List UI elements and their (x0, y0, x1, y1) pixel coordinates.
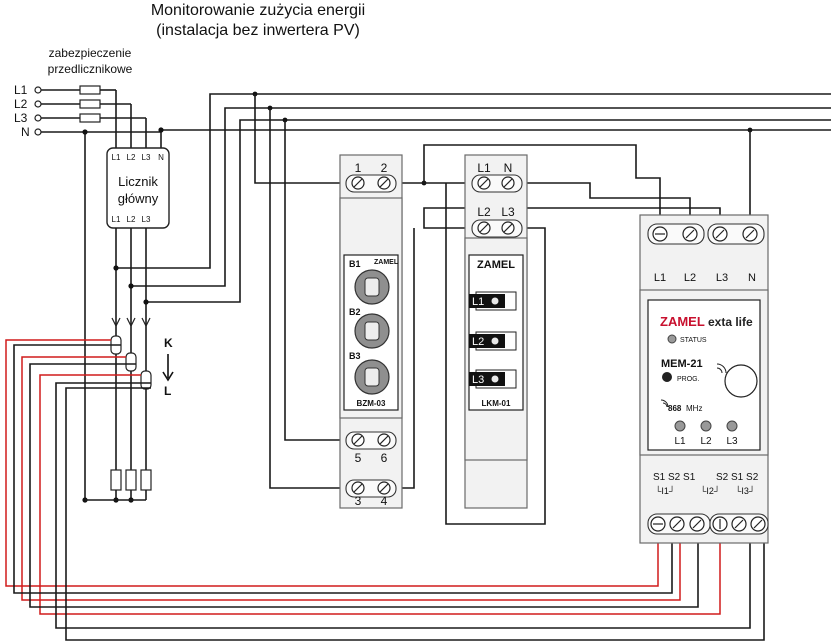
mem-led-l1-label: L1 (674, 436, 686, 447)
mem-top-l1: L1 (654, 272, 666, 284)
meter-top-n: N (158, 153, 164, 162)
meter-name-1: Licznik (118, 174, 158, 189)
lkm-brand: ZAMEL (477, 259, 515, 271)
mains-label-l1: L1 (14, 83, 28, 97)
mem-top-l2: L2 (684, 272, 696, 284)
mem-group-i1: └I1┘ (655, 485, 675, 496)
wifi-icon (716, 363, 727, 374)
led-l3-icon (726, 420, 738, 432)
mem-led-l2-label: L2 (700, 436, 712, 447)
meter-name-2: główny (118, 191, 159, 206)
ct-secondary-wires-red (5, 339, 721, 615)
mem-group-i2: └I2┘ (700, 485, 720, 496)
led-icon (491, 297, 499, 305)
bzm-terminal-2: 2 (381, 161, 388, 175)
lkm-indicator-l2 (469, 334, 505, 348)
ct-k-label: K (164, 336, 173, 350)
mem-freq-value: 868 (668, 404, 682, 413)
terminal-icon (34, 114, 42, 122)
ct-icon (125, 352, 137, 372)
mem-brand: ZAMEL (660, 314, 705, 329)
mains-label-l2: L2 (14, 97, 28, 111)
mem-model: MEM-21 (661, 358, 703, 370)
mem-top-l3: L3 (716, 272, 728, 284)
led-l2-icon (700, 420, 712, 432)
lkm-mid-l3: L3 (501, 205, 515, 219)
load-icon (140, 469, 152, 491)
meter-top-l2: L2 (127, 153, 136, 162)
mem-status-label: STATUS (680, 337, 707, 344)
mem-led-l3-label: L3 (726, 436, 738, 447)
fuse-icon (79, 113, 101, 123)
lkm-module: L1 N L2 L3 ZAMEL L1 L2 L3 LKM-01 (464, 154, 528, 509)
mains-label-l3: L3 (14, 111, 28, 125)
bzm-terminal-4: 4 (381, 494, 388, 508)
bzm-b3-label: B3 (349, 351, 361, 361)
svg-text:L3: L3 (472, 374, 484, 386)
fuse-icon (79, 85, 101, 95)
status-led-icon (667, 334, 677, 344)
title-line-1: Monitorowanie zużycia energii (151, 2, 365, 19)
bzm-module: 1 2 B1 ZAMEL B2 B3 BZM-03 5 6 3 4 (339, 154, 403, 509)
mem-brand-sub: exta life (708, 315, 753, 329)
prog-button[interactable] (662, 372, 672, 382)
bzm-terminal-5: 5 (355, 451, 362, 465)
meter-top-l1: L1 (112, 153, 121, 162)
bzm-terminal-6: 6 (381, 451, 388, 465)
bzm-b2-label: B2 (349, 307, 361, 317)
bzm-terminal-1: 1 (355, 161, 362, 175)
lkm-indicator-l3 (469, 372, 505, 386)
meter-bottom-l3: L3 (142, 215, 151, 224)
meter-bottom-l1: L1 (112, 215, 121, 224)
lkm-top-n: N (504, 161, 513, 175)
lkm-indicator-l1 (469, 294, 505, 308)
ct-l-label: L (164, 384, 171, 398)
mains-labels: L1 L2 L3 N (14, 83, 30, 139)
mem-prog-label: PROG. (677, 376, 700, 383)
mains-wires (41, 89, 161, 133)
load-icon (110, 469, 122, 491)
antenna-knob-icon (724, 364, 758, 398)
ct-secondary-wires-black (13, 344, 765, 641)
mains-terminal-icons (34, 86, 42, 136)
mem-freq-unit: MHz (686, 404, 702, 413)
meter-top-l3: L3 (142, 153, 151, 162)
mains-label-n: N (21, 125, 30, 139)
svg-text:L1: L1 (472, 296, 484, 308)
led-icon (491, 375, 499, 383)
svg-text:L2: L2 (472, 336, 484, 348)
bzm-brand: ZAMEL (374, 259, 399, 266)
arrow-down-icon (162, 371, 174, 382)
lkm-top-l1: L1 (477, 161, 491, 175)
meter-bottom-l2: L2 (127, 215, 136, 224)
mem-top-n: N (748, 272, 756, 284)
mem-group-i3: └I3┘ (735, 485, 755, 496)
led-icon (491, 337, 499, 345)
main-meter (106, 147, 170, 229)
terminal-icon (34, 86, 42, 94)
ct-icon (140, 370, 152, 390)
radio-signal-icon (660, 399, 669, 408)
protection-label-2: przedlicznikowe (48, 62, 133, 76)
protection-label-1: zabezpieczenie (49, 46, 132, 60)
mem-bottom-labels-right: S2 S1 S2 (716, 472, 759, 483)
led-l1-icon (674, 420, 686, 432)
terminal-icon (34, 100, 42, 108)
ct-arrow-icons (111, 317, 151, 328)
terminal-icon (34, 128, 42, 136)
current-transformers (110, 335, 152, 390)
mem-bottom-labels-left: S1 S2 S1 (653, 472, 696, 483)
title-line-2: (instalacja bez inwertera PV) (156, 22, 360, 39)
lkm-model: LKM-01 (482, 399, 511, 408)
loads (110, 469, 152, 491)
lkm-mid-l2: L2 (477, 205, 491, 219)
mem-module: L1 L2 L3 N ZAMEL exta life STATUS MEM-21… (639, 214, 769, 544)
fuse-icon (79, 99, 101, 109)
bzm-model: BZM-03 (357, 399, 386, 408)
bzm-b1-label: B1 (349, 259, 361, 269)
bzm-terminal-3: 3 (355, 494, 362, 508)
fuses (79, 85, 101, 123)
load-icon (125, 469, 137, 491)
